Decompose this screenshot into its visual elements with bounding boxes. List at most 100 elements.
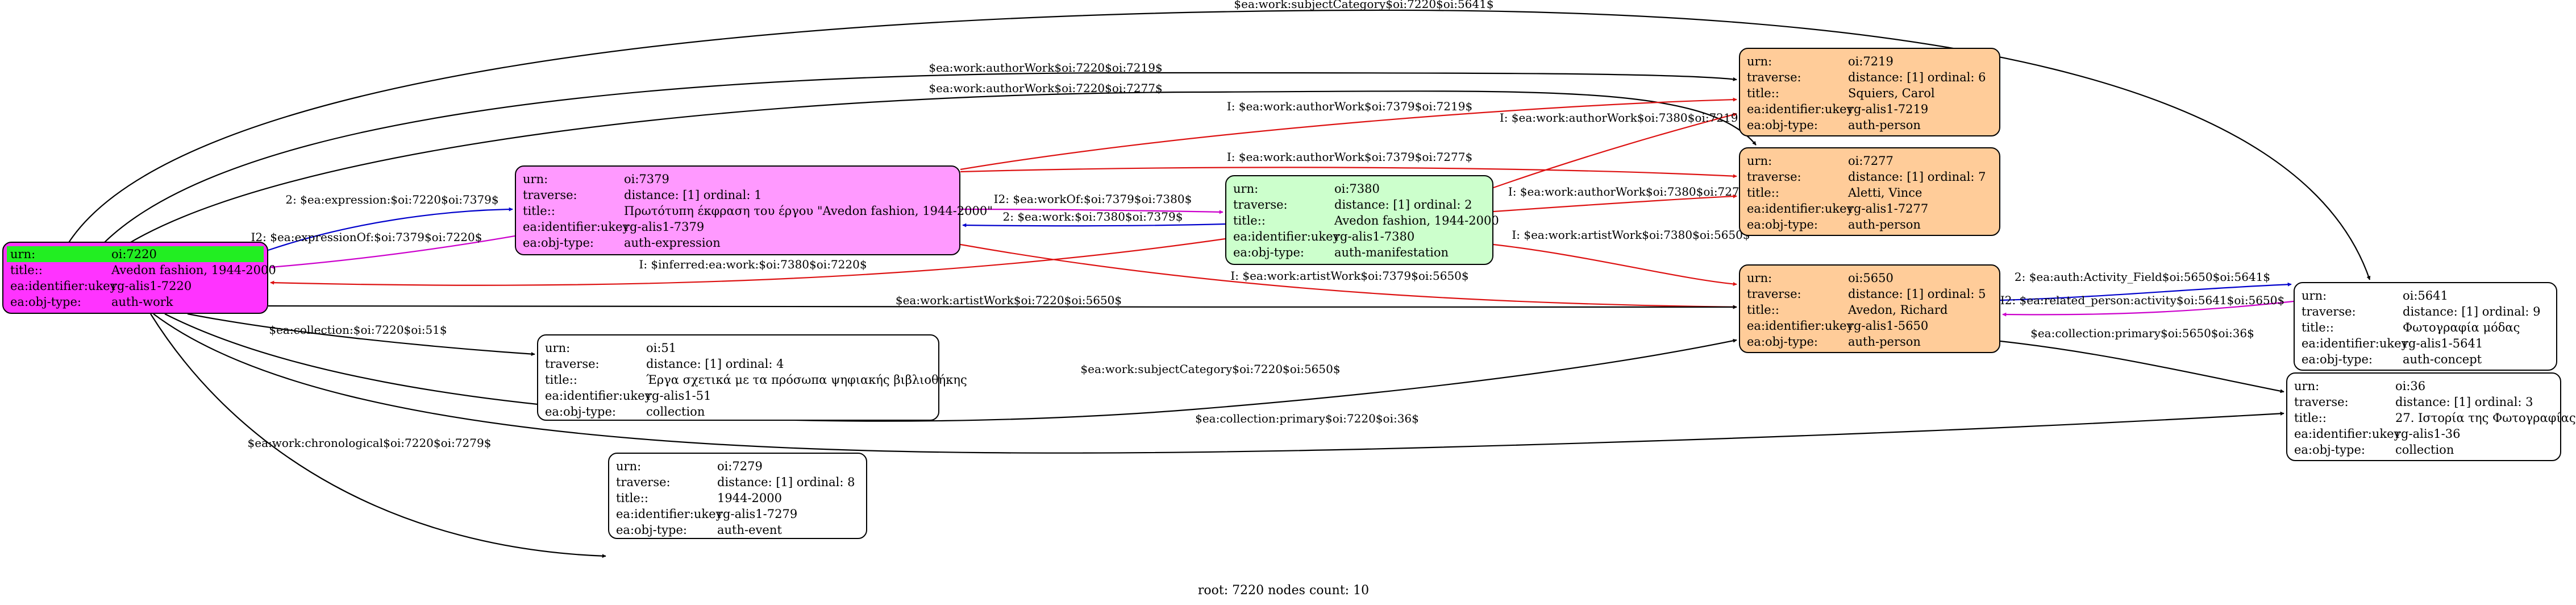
node-field-value: auth-person bbox=[1848, 218, 1921, 231]
node-field-key: ea:obj-type: bbox=[1747, 118, 1818, 132]
node-field-row: traverse:distance: [1] ordinal: 2 bbox=[1233, 197, 1485, 213]
node-field-value: auth-expression bbox=[624, 236, 721, 250]
node-field-value: oi:7220 bbox=[111, 247, 157, 261]
edge-label-e11: I: $inferred:ea:work:$oi:7380$oi:7220$ bbox=[639, 258, 867, 271]
node-field-key: traverse: bbox=[616, 475, 671, 489]
node-field-row: title::Φωτογραφία μόδας bbox=[2302, 320, 2549, 335]
node-field-key: ea:obj-type: bbox=[545, 405, 616, 418]
node-field-row: traverse:distance: [1] ordinal: 5 bbox=[1747, 286, 1992, 302]
node-field-row: title::Aletti, Vince bbox=[1747, 185, 1992, 201]
node-field-key: title:: bbox=[1747, 86, 1779, 100]
node-field-value: Πρωτότυπη έκφραση του έργου "Avedon fash… bbox=[624, 204, 993, 218]
node-field-value: distance: [1] ordinal: 4 bbox=[646, 357, 784, 371]
edge-e21 bbox=[153, 313, 2284, 454]
node-field-value: distance: [1] ordinal: 1 bbox=[624, 188, 762, 202]
node-field-value: distance: [1] ordinal: 6 bbox=[1848, 71, 1986, 84]
node-field-key: traverse: bbox=[2294, 395, 2349, 409]
node-field-row: title::Πρωτότυπη έκφραση του έργου "Aved… bbox=[523, 203, 993, 219]
node-field-value: oi:7219 bbox=[1848, 55, 1893, 68]
edge-e1 bbox=[68, 9, 2371, 280]
node-field-key: ea:obj-type: bbox=[2302, 353, 2373, 366]
node-field-value: Avedon fashion, 1944-2000 bbox=[1334, 214, 1499, 227]
node-field-key: urn: bbox=[1747, 55, 1772, 68]
node-field-key: traverse: bbox=[523, 188, 577, 202]
node-field-key: title:: bbox=[2294, 411, 2327, 425]
node-field-value: auth-person bbox=[1848, 118, 1921, 132]
node-field-row: urn: oi:7219 bbox=[1747, 53, 1992, 69]
node-field-value: distance: [1] ordinal: 9 bbox=[2403, 305, 2541, 318]
node-field-value: auth-manifestation bbox=[1334, 246, 1449, 259]
node-field-key: title:: bbox=[2302, 321, 2334, 334]
edge-label-e4: I: $ea:work:authorWork$oi:7379$oi:7219$ bbox=[1227, 100, 1472, 113]
node-field-key: title:: bbox=[1747, 303, 1779, 317]
node-field-value: oi:7279 bbox=[717, 459, 763, 473]
node-field-key: title:: bbox=[1747, 186, 1779, 200]
edges-layer bbox=[68, 9, 2371, 558]
node-field-row: ea:obj-type:auth-event bbox=[616, 522, 859, 538]
node-field-key: ea:identifier:ukey bbox=[2302, 337, 2408, 350]
node-field-row: urn:oi:7220 bbox=[7, 246, 264, 262]
edge-label-e22: $ea:work:chronological$oi:7220$oi:7279$ bbox=[248, 436, 492, 450]
edge-label-e12: I: $ea:work:authorWork$oi:7380$oi:7277$ bbox=[1508, 185, 1754, 198]
node-field-key: title:: bbox=[523, 204, 555, 218]
node-field-row: ea:obj-type:auth-work bbox=[10, 294, 260, 310]
edge-label-e8: I2: $ea:workOf:$oi:7379$oi:7380$ bbox=[994, 192, 1192, 206]
edge-label-e14: I: $ea:work:artistWork$oi:7379$oi:5650$ bbox=[1230, 269, 1468, 283]
node-field-value: rg-alis1-7279 bbox=[717, 507, 798, 521]
node-field-value: distance: [1] ordinal: 8 bbox=[717, 475, 855, 489]
node-field-value: collection bbox=[2395, 443, 2454, 457]
node-field-key: urn: bbox=[2294, 379, 2320, 393]
node-field-value: rg-alis1-7220 bbox=[111, 279, 192, 293]
node-field-key: traverse: bbox=[1747, 71, 1801, 84]
node-field-value: rg-alis1-5650 bbox=[1848, 319, 1929, 333]
node-field-key: ea:identifier:ukey bbox=[1747, 202, 1854, 216]
node-field-key: urn: bbox=[1747, 154, 1772, 168]
node-field-value: Avedon, Richard bbox=[1848, 303, 1948, 317]
node-field-value: collection bbox=[646, 405, 705, 418]
node-field-key: traverse: bbox=[545, 357, 600, 371]
edge-e14 bbox=[960, 243, 1737, 309]
node-field-value: Avedon fashion, 1944-2000 bbox=[111, 263, 276, 277]
node-field-key: urn: bbox=[1233, 182, 1259, 196]
node-field-row: traverse: distance: [1] ordinal: 3 bbox=[2294, 394, 2553, 410]
edge-e19 bbox=[187, 313, 535, 357]
node-field-value: rg-alis1-5641 bbox=[2403, 337, 2483, 350]
node-field-key: ea:identifier:ukey bbox=[1747, 319, 1854, 333]
edge-label-e10: I2: $ea:expressionOf:$oi:7379$oi:7220$ bbox=[251, 230, 482, 244]
node-field-value: auth-person bbox=[1848, 335, 1921, 349]
node-field-key: title:: bbox=[545, 373, 577, 387]
edge-label-e13: I: $ea:work:artistWork$oi:7380$oi:5650$ bbox=[1512, 228, 1750, 242]
node-field-row: urn:oi:51 bbox=[545, 340, 931, 356]
node-field-key: ea:identifier:ukey bbox=[1747, 102, 1854, 116]
node-field-key: traverse: bbox=[1233, 198, 1288, 212]
node-field-row: title::Avedon, Richard bbox=[1747, 302, 1992, 318]
node-field-key: ea:obj-type: bbox=[10, 295, 81, 309]
node-field-key: title:: bbox=[1233, 214, 1266, 227]
node-field-key: urn: bbox=[1747, 271, 1772, 285]
edge-label-e1: $ea:work:subjectCategory$oi:7220$oi:5641… bbox=[1234, 0, 1493, 11]
node-field-key: ea:obj-type: bbox=[2294, 443, 2365, 457]
node-field-value: distance: [1] ordinal: 3 bbox=[2395, 395, 2533, 409]
node-field-value: oi:7379 bbox=[624, 172, 669, 186]
edge-label-e20: $ea:work:subjectCategory$oi:7220$oi:5650… bbox=[1080, 362, 1340, 376]
edge-e9 bbox=[962, 223, 1226, 227]
edge-labels-layer: $ea:work:subjectCategory$oi:7220$oi:5641… bbox=[248, 0, 2285, 450]
node-field-value: rg-alis1-7380 bbox=[1334, 230, 1415, 243]
edge-e15 bbox=[268, 305, 1737, 309]
node-oi-7219[interactable]: urn: oi:7219 traverse: distance: [1] ordina… bbox=[1739, 48, 2000, 136]
node-field-row: urn:oi:36 bbox=[2294, 378, 2553, 394]
node-field-value: oi:7277 bbox=[1848, 154, 1893, 168]
node-field-value: oi:5650 bbox=[1848, 271, 1893, 285]
node-field-row: ea:obj-type:auth-expression bbox=[523, 235, 952, 251]
node-field-value: rg-alis1-7379 bbox=[624, 220, 705, 234]
